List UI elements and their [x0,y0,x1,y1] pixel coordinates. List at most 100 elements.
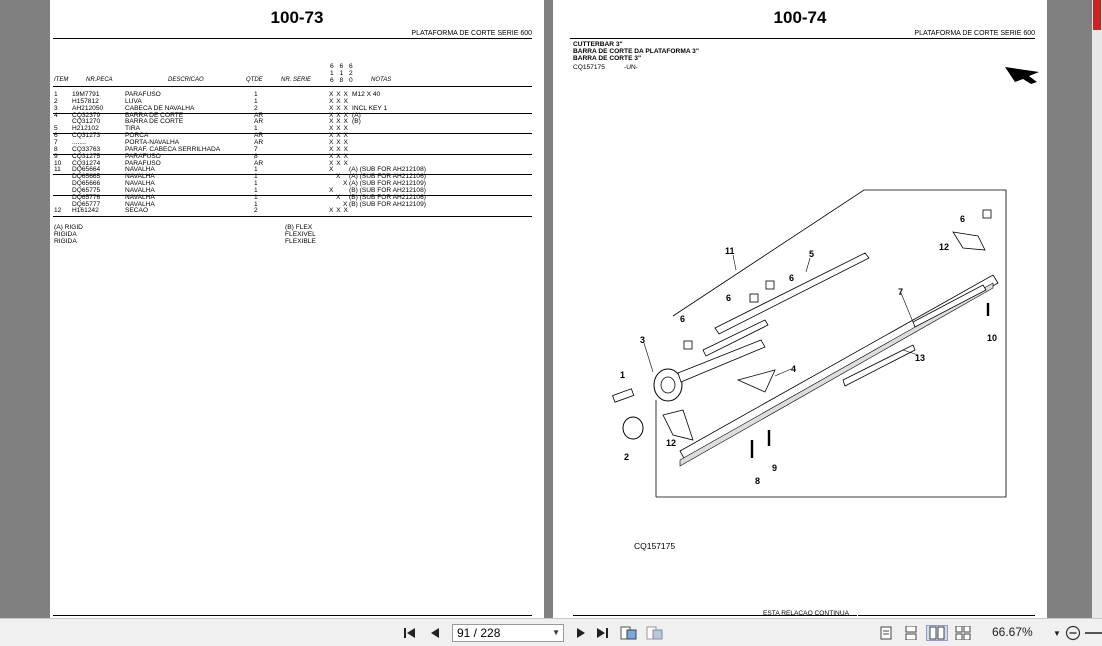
single-page-icon[interactable] [878,625,894,641]
cell-qty: 1 [254,91,258,98]
cell-desc: PARAFUSO [125,152,161,160]
col-header-item: ITEM [54,77,69,83]
cell-item: 1 [54,91,58,98]
page-footer-line [53,615,532,616]
divider [53,216,532,217]
divider [53,174,532,175]
zoom-slider[interactable] [1085,632,1102,634]
cell-desc: CABECA DE NAVALHA [125,104,195,112]
cell-part: CQ31275 [72,152,101,160]
cell-marks: X X X [329,145,349,153]
two-page-icon[interactable] [926,625,948,641]
cell-notes: (B) (SUB FOR AH212108) [349,186,426,194]
single-continuous-icon[interactable] [903,625,919,641]
cell-notes: (A) (SUB FOR AH212108) [349,166,426,174]
vertical-scrollbar[interactable] [1092,0,1102,618]
cell-qty: 1 [254,97,258,105]
model-header-row1: 6 6 6 [330,63,355,70]
legend-b-line3: FLEXIBLE [285,238,316,245]
legend-b-line2: FLEXIVEL [285,231,316,238]
divider [53,154,532,155]
zoom-dropdown-icon[interactable]: ▼ [1053,628,1061,638]
cell-marks: X [336,193,341,201]
divider [53,113,532,114]
page-indicator: 91 / 228 [457,626,501,640]
continues-note: ESTA RELACAO CONTINUA [763,610,849,617]
next-page-icon[interactable] [573,625,589,641]
cell-part: H161242 [72,207,99,215]
scroll-thumb[interactable] [1093,0,1101,30]
two-page-continuous-icon[interactable] [954,625,972,641]
callout-13: 13 [915,353,925,363]
facing-pages-icon[interactable] [645,625,665,641]
cell-item: 3 [54,104,58,112]
cell-desc: SECAO [125,207,149,215]
cell-qty: 1 [254,180,258,188]
callout-12: 12 [939,242,949,252]
callout-1: 1 [620,370,625,380]
cell-part: H212102 [72,125,99,133]
callout-6: 6 [680,314,685,324]
cell-marks: X X X [329,152,349,160]
prev-page-icon[interactable] [427,625,443,641]
cell-marks: X [329,186,334,194]
callout-9: 9 [772,463,777,473]
first-page-icon[interactable] [402,625,418,641]
part-section-4 [736,369,776,393]
pdf-page-left: 100-73 PLATAFORMA DE CORTE SERIE 600 6 6… [50,0,544,618]
cell-part: ........ [72,138,87,146]
cell-item: 4 [54,111,58,119]
cell-qty: 2 [254,207,258,215]
zoom-out-icon[interactable] [1064,625,1082,641]
cell-qty: AR [254,138,264,146]
page-number-input[interactable]: 91 / 228 ▼ [452,624,564,642]
col-header-notes: NOTAS [371,77,392,83]
zoom-level[interactable]: 66.67% [992,625,1033,639]
cell-desc: NAVALHA [125,180,155,188]
cell-qty: 7 [254,145,258,153]
cell-desc: PARAFUSO [125,91,161,98]
page-footer-line [858,615,1035,616]
direction-arrow-icon [1005,67,1039,84]
part-nut-6 [982,209,992,219]
cell-qty: 1 [254,166,258,174]
part-knife-head-3 [677,339,766,383]
continuous-scroll-icon[interactable] [619,625,639,641]
cell-desc: NAVALHA [125,166,155,174]
cell-qty: 1 [254,125,258,133]
exploded-parts-diagram: 11 5 6 6 6 6 12 7 13 10 3 4 1 12 2 9 8 [612,67,1039,498]
section-heading-en: CUTTERBAR 3" [573,41,623,48]
col-header-qty: QTDE [246,77,263,83]
part-nut-6 [765,280,775,290]
cell-item: 8 [54,145,58,153]
callout-3: 3 [640,335,645,345]
callout-4: 4 [791,364,796,374]
model-header-row3: 6 8 0 [330,77,355,84]
cell-marks: X X X [329,91,349,98]
section-heading-es: BARRA DE CORTE 3" [573,55,642,62]
cell-notes: (B) [352,118,361,126]
page-subtitle: PLATAFORMA DE CORTE SERIE 600 [914,30,1035,37]
cell-part: DQ65777 [72,200,101,208]
page-number: 100-74 [773,8,827,27]
callout-12: 12 [666,438,676,448]
cell-marks: X X X [329,132,349,140]
part-knife-holder-7 [912,284,987,328]
chevron-down-icon[interactable]: ▼ [552,628,560,637]
cell-marks: X X X [329,159,349,167]
cell-item: 7 [54,138,58,146]
cell-item: 10 [54,159,62,167]
part-nut-6 [683,340,693,350]
cell-part: DQ65665 [72,173,101,181]
cell-part: CQ32379 [72,111,101,119]
col-header-part-no: NR.PECA [86,77,113,83]
cell-desc: NAVALHA [125,193,155,201]
part-nut-6 [749,293,759,303]
document-viewer[interactable]: 100-73 PLATAFORMA DE CORTE SERIE 600 6 6… [0,0,1102,618]
cell-marks: X X X [329,104,349,112]
cell-qty: 1 [254,173,258,181]
last-page-icon[interactable] [594,625,610,641]
cell-notes: (A) [352,111,361,119]
cell-notes: (A) (SUB FOR AH212106) [349,173,426,181]
cell-qty: 1 [254,200,258,208]
